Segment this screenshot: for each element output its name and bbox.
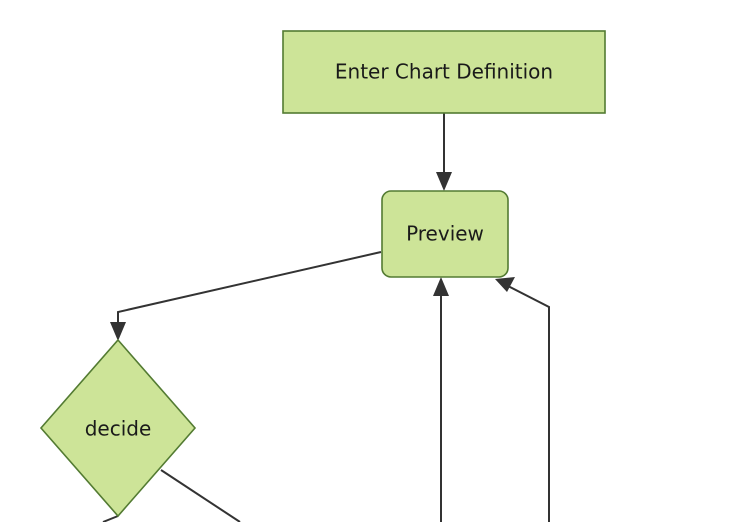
arrow-head-icon [495,277,515,292]
edge-decide-right-out [160,469,241,522]
edge-bottom-center-to-preview [433,277,449,522]
edge-line [160,469,241,522]
arrow-head-icon [110,322,126,341]
edge-decide-bottom-out [102,515,119,522]
node-preview[interactable]: Preview [381,190,509,278]
node-label-enter-chart-definition: Enter Chart Definition [335,60,553,84]
node-label-preview: Preview [406,222,484,246]
edge-line [102,515,119,522]
edge-line [117,251,382,328]
arrow-head-icon [433,277,449,296]
node-shape-diamond [39,338,197,518]
node-enter-chart-definition[interactable]: Enter Chart Definition [282,30,606,114]
arrow-head-icon [436,172,452,191]
edge-enter-to-preview [436,113,452,191]
node-shape-rounded-rectangle [381,190,509,278]
node-decide[interactable]: decide [39,338,197,518]
edge-preview-to-decide [110,251,382,341]
node-shape-rectangle [282,30,606,114]
edge-bottom-right-to-preview [495,277,550,522]
node-label-decide: decide [85,417,152,441]
edge-line [505,284,550,522]
